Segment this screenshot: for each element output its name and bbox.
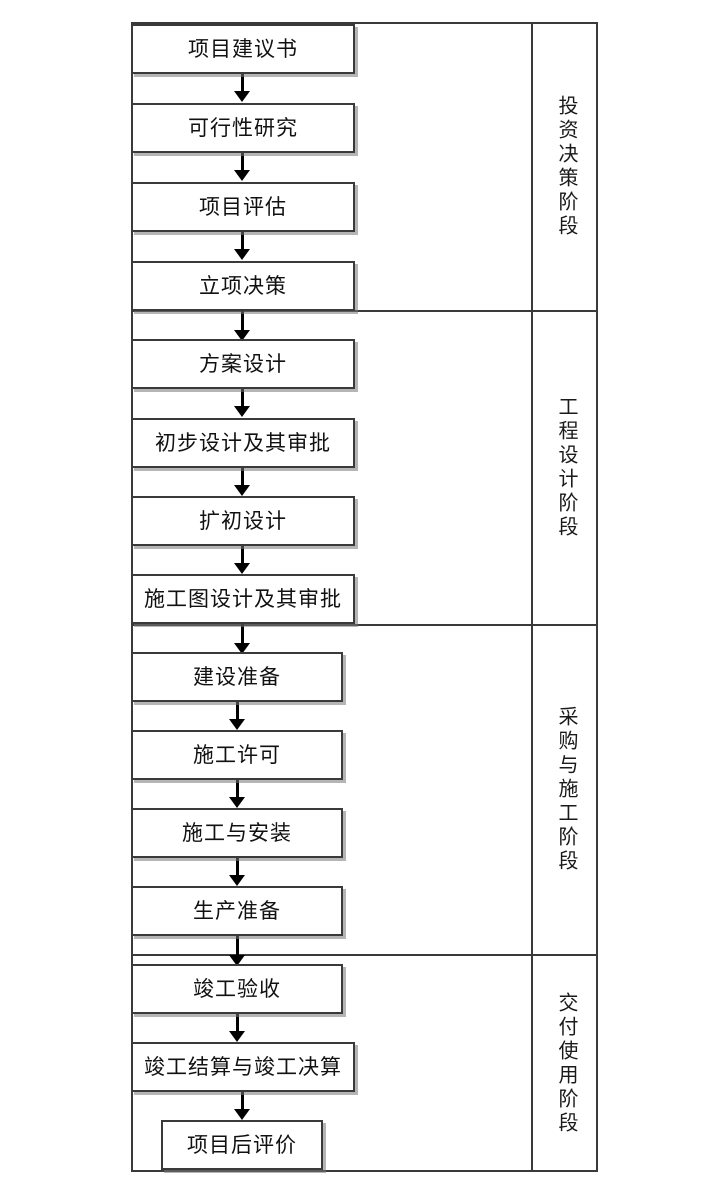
connector-arrow-line	[241, 624, 244, 646]
phase-divider-3	[131, 954, 598, 956]
phase-divider-2	[131, 624, 598, 626]
connector-arrow-head	[234, 249, 250, 260]
step-extended-preliminary-design[interactable]: 扩初设计	[131, 496, 355, 546]
step-construction-installation[interactable]: 施工与安装	[131, 808, 343, 858]
step-label: 施工许可	[193, 742, 281, 767]
phase-label-procurement-construction: 采购与施工阶段	[534, 626, 598, 954]
connector-arrow-head	[229, 1031, 245, 1042]
connector-arrow-line	[236, 936, 239, 958]
phase-label-text: 投资决策阶段	[555, 95, 577, 239]
step-label: 项目评估	[199, 194, 287, 219]
step-completion-acceptance[interactable]: 竣工验收	[131, 964, 343, 1014]
step-approval-decision[interactable]: 立项决策	[131, 261, 355, 311]
connector-arrow-line	[236, 858, 239, 878]
connector-arrow-head	[234, 563, 250, 574]
step-label: 方案设计	[199, 351, 287, 376]
connector-arrow-head	[234, 643, 250, 654]
step-label: 生产准备	[193, 898, 281, 923]
connector-arrow-head	[234, 485, 250, 496]
connector-arrow-line	[241, 389, 244, 409]
connector-arrow-head	[234, 330, 250, 341]
step-scheme-design[interactable]: 方案设计	[131, 339, 355, 389]
connector-arrow-head	[229, 797, 245, 808]
connector-arrow-head	[229, 719, 245, 730]
step-label: 初步设计及其审批	[155, 430, 331, 455]
connector-arrow-line	[241, 232, 244, 252]
step-label: 施工与安装	[182, 820, 292, 845]
step-construction-drawing-approval[interactable]: 施工图设计及其审批	[131, 574, 355, 624]
connector-arrow-line	[241, 1092, 244, 1112]
connector-arrow-line	[241, 311, 244, 333]
connector-arrow-line	[241, 468, 244, 488]
step-label: 施工图设计及其审批	[144, 586, 342, 611]
phase-label-text: 交付使用阶段	[555, 992, 577, 1136]
step-label: 竣工验收	[193, 976, 281, 1001]
step-post-project-evaluation[interactable]: 项目后评价	[161, 1120, 323, 1170]
step-label: 扩初设计	[199, 508, 287, 533]
step-completion-settlement-account[interactable]: 竣工结算与竣工决算	[131, 1042, 355, 1092]
connector-arrow-head	[229, 955, 245, 966]
connector-arrow-line	[236, 780, 239, 800]
step-construction-permit[interactable]: 施工许可	[131, 730, 343, 780]
step-production-preparation[interactable]: 生产准备	[131, 886, 343, 936]
step-label: 项目建议书	[188, 36, 298, 61]
connector-arrow-head	[234, 170, 250, 181]
connector-arrow-line	[236, 1014, 239, 1034]
step-label: 可行性研究	[188, 115, 298, 140]
step-feasibility-study[interactable]: 可行性研究	[131, 103, 355, 153]
phase-label-text: 采购与施工阶段	[555, 706, 577, 874]
connector-arrow-head	[234, 1109, 250, 1120]
phase-column-divider	[531, 22, 533, 1172]
step-label: 项目后评价	[187, 1132, 297, 1157]
step-label: 建设准备	[193, 664, 281, 689]
phase-label-engineering-design: 工程设计阶段	[534, 312, 598, 624]
step-construction-preparation[interactable]: 建设准备	[131, 652, 343, 702]
step-label: 立项决策	[199, 273, 287, 298]
step-label: 竣工结算与竣工决算	[144, 1054, 342, 1079]
phase-label-text: 工程设计阶段	[555, 396, 577, 540]
connector-arrow-head	[234, 406, 250, 417]
connector-arrow-line	[241, 153, 244, 173]
step-project-proposal[interactable]: 项目建议书	[131, 24, 355, 74]
step-preliminary-design-approval[interactable]: 初步设计及其审批	[131, 418, 355, 468]
connector-arrow-head	[234, 91, 250, 102]
phase-label-investment-decision: 投资决策阶段	[534, 24, 598, 310]
connector-arrow-head	[229, 875, 245, 886]
phase-divider-1	[131, 310, 598, 312]
connector-arrow-line	[241, 546, 244, 566]
connector-arrow-line	[241, 74, 244, 94]
phase-label-delivery-use: 交付使用阶段	[534, 956, 598, 1172]
step-project-appraisal[interactable]: 项目评估	[131, 182, 355, 232]
connector-arrow-line	[236, 702, 239, 722]
